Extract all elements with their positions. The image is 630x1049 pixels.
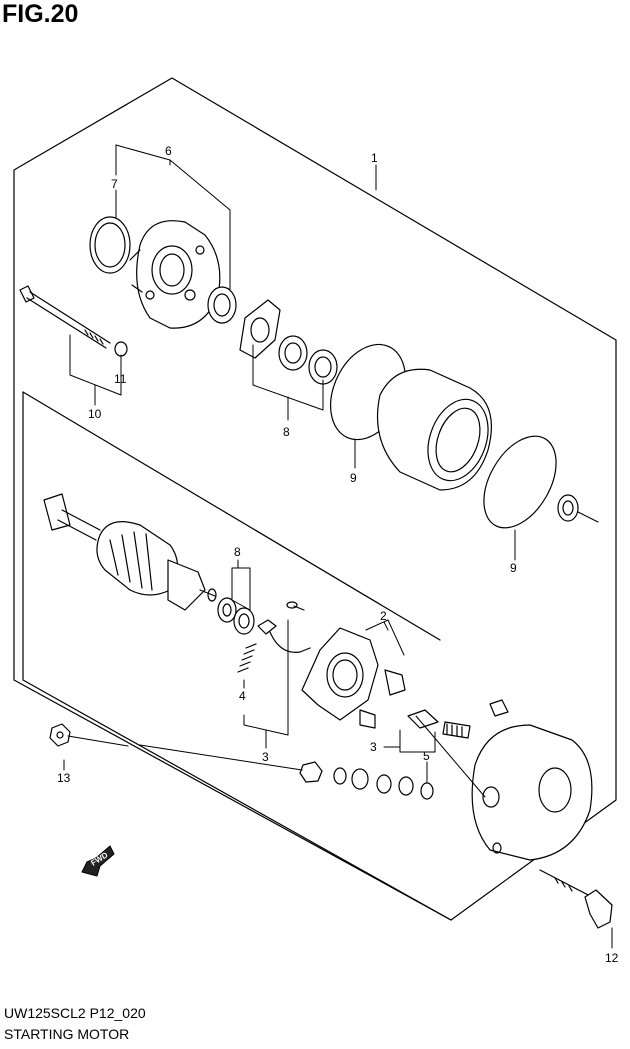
washer-part-11[interactable] xyxy=(114,341,128,357)
leader-lines xyxy=(63,144,613,949)
screw-small[interactable] xyxy=(286,601,305,611)
callout-2: 2 xyxy=(380,609,387,623)
front-bracket-part-6[interactable] xyxy=(129,220,221,329)
callout-13: 13 xyxy=(57,771,71,785)
callout-8-upper: 8 xyxy=(283,425,290,439)
washer-set-part-8-lower[interactable] xyxy=(217,597,255,635)
callout-9-upper: 9 xyxy=(350,471,357,485)
terminal-nut[interactable] xyxy=(299,761,323,783)
callout-8-lower: 8 xyxy=(234,545,241,559)
washer-part-5[interactable] xyxy=(420,782,434,800)
brush-holder-part-2[interactable] xyxy=(301,627,406,729)
assembly-frame-upper xyxy=(13,77,617,921)
o-ring-part-9-lower[interactable] xyxy=(469,424,571,541)
callout-5: 5 xyxy=(423,749,430,763)
forward-direction-arrow: FWD xyxy=(81,845,115,877)
callout-9-lower: 9 xyxy=(510,561,517,575)
rear-cover[interactable] xyxy=(471,724,593,861)
o-ring-part-7[interactable] xyxy=(89,216,131,274)
assembly-frame-lower xyxy=(22,391,452,921)
nut-part-13[interactable] xyxy=(49,723,71,747)
callout-7: 7 xyxy=(111,177,118,191)
spring-part-4[interactable] xyxy=(237,643,257,673)
callout-3-left: 3 xyxy=(262,750,269,764)
callout-11: 11 xyxy=(114,372,127,386)
armature[interactable] xyxy=(43,493,217,611)
oil-seal[interactable] xyxy=(207,286,237,324)
figure-title: FIG.20 xyxy=(2,0,79,28)
callout-numbers: 1 2 3 3 3 4 5 6 7 8 8 9 9 10 11 12 13 xyxy=(57,144,619,965)
callout-10: 10 xyxy=(88,407,102,421)
callout-12: 12 xyxy=(605,951,619,965)
callout-3-right: 3 xyxy=(370,740,377,754)
model-code: UW125SCL2 P12_020 xyxy=(4,1005,146,1021)
callout-4: 4 xyxy=(239,689,246,703)
motor-yoke-housing[interactable] xyxy=(376,368,499,491)
callout-6: 6 xyxy=(165,144,172,158)
frame-diagonal xyxy=(22,391,441,641)
terminal-washers[interactable] xyxy=(333,767,414,796)
through-bolt-part-10[interactable] xyxy=(19,285,111,349)
circlip[interactable] xyxy=(557,494,579,522)
brush-plate-upper[interactable] xyxy=(239,299,281,359)
bolt-part-12[interactable] xyxy=(539,869,613,929)
brush-set-right[interactable] xyxy=(407,699,509,739)
brush-with-lead[interactable] xyxy=(257,619,311,653)
washer-set-part-8-upper[interactable] xyxy=(278,335,338,385)
callout-1: 1 xyxy=(371,151,378,165)
part-name: STARTING MOTOR xyxy=(4,1026,130,1042)
